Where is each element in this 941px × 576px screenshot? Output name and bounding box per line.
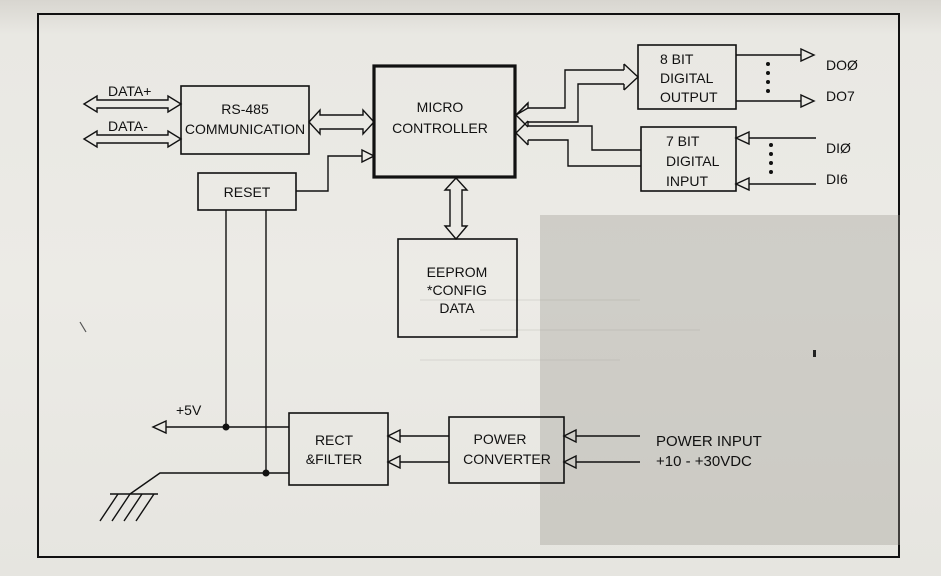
ground-symbol — [99, 493, 158, 522]
do7-label: DO7 — [826, 88, 855, 104]
reset-to-micro-arrow — [296, 148, 376, 192]
junction-dot-5v — [222, 423, 230, 431]
data-plus-label: DATA+ — [108, 83, 151, 99]
power-input-label-1: POWER INPUT — [656, 433, 762, 450]
bleed-through — [420, 215, 900, 545]
input-lines — [734, 130, 816, 192]
micro-label-1: MICRO — [417, 99, 464, 115]
rs485-label-2: COMMUNICATION — [185, 121, 305, 137]
scan-speck — [813, 350, 816, 357]
output-lines — [736, 47, 816, 109]
rs485-micro-bus — [308, 108, 375, 136]
rect-label-1: RECT — [315, 432, 354, 448]
din-label-1: 7 BIT — [666, 133, 700, 149]
micro-eeprom-bus — [443, 176, 469, 241]
reset-label: RESET — [224, 184, 271, 200]
do0-label: DOØ — [826, 57, 858, 73]
diagram-frame — [37, 13, 900, 558]
v5-label: +5V — [176, 402, 202, 418]
digital-input-block — [640, 126, 737, 192]
din-label-2: DIGITAL — [666, 153, 720, 169]
eeprom-block — [397, 238, 518, 338]
din-label-3: INPUT — [666, 173, 708, 189]
eeprom-label-2: *CONFIG — [427, 282, 487, 298]
eeprom-label-1: EEPROM — [427, 264, 488, 280]
input-ellipsis — [769, 143, 773, 174]
power-input-label-2: +10 - +30VDC — [656, 453, 752, 470]
dout-label-1: 8 BIT — [660, 51, 694, 67]
micro-to-output-bus — [515, 63, 640, 128]
data-minus-label: DATA- — [108, 118, 148, 134]
power-label-2: CONVERTER — [463, 451, 551, 467]
scan-mark — [79, 321, 87, 333]
junction-dot-ground — [262, 469, 270, 477]
output-ellipsis — [766, 62, 770, 93]
di0-label: DIØ — [826, 140, 851, 156]
rs485-block — [180, 85, 310, 155]
dout-label-3: OUTPUT — [660, 89, 718, 105]
data-plus-arrow — [82, 94, 183, 114]
di6-label: DI6 — [826, 171, 848, 187]
data-minus-arrow — [82, 129, 183, 149]
eeprom-label-3: DATA — [439, 300, 475, 316]
rs485-label-1: RS-485 — [221, 101, 269, 117]
power-converter-block — [448, 416, 565, 484]
power-wiring — [129, 210, 640, 495]
rect-label-2: &FILTER — [306, 451, 363, 467]
power-label-1: POWER — [474, 431, 527, 447]
rect-filter-block — [288, 412, 389, 486]
micro-label-2: CONTROLLER — [392, 120, 488, 136]
dout-label-2: DIGITAL — [660, 70, 714, 86]
input-to-micro-bus — [515, 120, 641, 167]
